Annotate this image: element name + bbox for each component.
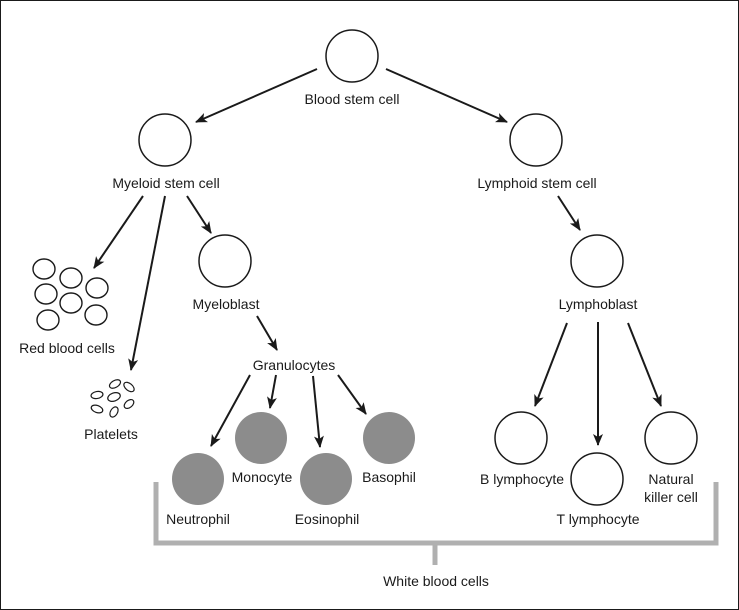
t-lymphocyte-label: T lymphocyte <box>556 511 640 527</box>
arrow-granulocytes-to-neutrophil <box>210 374 251 447</box>
platelets-cluster <box>90 379 135 418</box>
lymphoblast-circle <box>570 234 624 288</box>
myeloid-stem-cell-label: Myeloid stem cell <box>112 175 220 191</box>
red-blood-cells-cluster <box>32 258 109 331</box>
blood-stem-cell-circle <box>325 29 379 83</box>
arrow-myeloblast-to-granulocytes <box>256 315 278 351</box>
red-blood-cell <box>84 304 108 326</box>
natural-killer-label-line2: killer cell <box>644 489 698 505</box>
basophil-circle <box>363 412 415 464</box>
arrow-granulocytes-to-basophil <box>337 374 367 415</box>
myeloblast-circle <box>198 234 252 288</box>
granulocytes-label: Granulocytes <box>252 357 336 373</box>
arrow-blood-to-myeloid <box>195 68 318 123</box>
blood-stem-cell-label: Blood stem cell <box>304 91 400 107</box>
b-lymphocyte-circle <box>494 411 548 465</box>
platelet <box>109 406 119 418</box>
platelet <box>90 390 104 400</box>
myeloblast-label: Myeloblast <box>192 296 260 312</box>
b-lymphocyte-label: B lymphocyte <box>479 471 565 487</box>
natural-killer-cell-circle <box>644 411 698 465</box>
red-blood-cells-label: Red blood cells <box>19 340 115 356</box>
eosinophil-label: Eosinophil <box>294 511 360 527</box>
red-blood-cell <box>34 283 58 305</box>
lymphoblast-label: Lymphoblast <box>558 296 638 312</box>
platelet <box>107 392 121 402</box>
platelet <box>123 398 135 410</box>
arrow-myeloid-to-red-blood-cells <box>93 195 144 269</box>
natural-killer-label-line1: Natural <box>648 471 694 487</box>
monocyte-label: Monocyte <box>231 469 293 485</box>
arrow-lymphoblast-to-b-lymphocyte <box>534 322 568 407</box>
red-blood-cell <box>59 292 83 314</box>
arrow-blood-to-lymphoid <box>385 68 508 123</box>
red-blood-cell <box>85 277 109 299</box>
myeloid-stem-cell-circle <box>138 113 192 167</box>
red-blood-cell <box>59 267 83 289</box>
red-blood-cell <box>36 309 60 331</box>
arrow-granulocytes-to-eosinophil <box>312 375 324 448</box>
platelet <box>90 404 104 414</box>
white-blood-cells-bracket <box>153 482 719 565</box>
basophil-label: Basophil <box>362 469 416 485</box>
arrow-granulocytes-to-monocyte <box>267 374 277 409</box>
platelet <box>108 379 122 389</box>
arrow-myeloid-to-myeloblast <box>186 195 212 234</box>
neutrophil-label: Neutrophil <box>166 511 230 527</box>
arrow-lymphoblast-to-natural-killer <box>627 322 662 407</box>
eosinophil-circle <box>300 453 352 505</box>
arrow-lymphoid-to-lymphoblast <box>557 195 581 231</box>
lymphoid-stem-cell-circle <box>509 113 563 167</box>
white-blood-cells-label: White blood cells <box>383 573 489 589</box>
neutrophil-circle <box>172 453 224 505</box>
monocyte-circle <box>235 412 287 464</box>
red-blood-cell <box>32 258 56 280</box>
lymphoid-stem-cell-label: Lymphoid stem cell <box>477 175 597 191</box>
arrow-myeloid-to-platelets <box>128 195 166 371</box>
platelets-label: Platelets <box>84 426 138 442</box>
platelet <box>123 381 135 393</box>
t-lymphocyte-circle <box>570 452 624 506</box>
